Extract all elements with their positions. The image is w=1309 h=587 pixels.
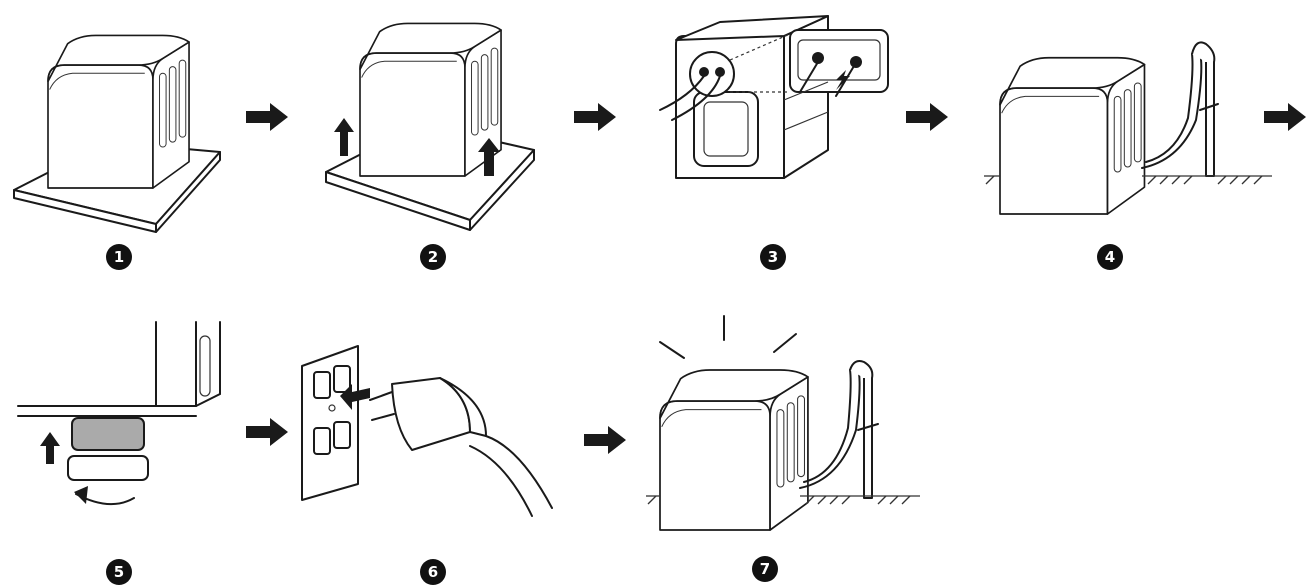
step-number-badge: 2 <box>420 244 446 270</box>
right-arrow-icon <box>906 103 948 131</box>
step-5-leveling-foot <box>17 321 221 505</box>
step-6-plug-in <box>301 345 553 517</box>
right-arrow-icon <box>1264 103 1306 131</box>
step-number-badge: 7 <box>752 556 778 582</box>
right-arrow-icon <box>246 418 288 446</box>
right-arrow-icon <box>584 426 626 454</box>
step-7-washer-ready <box>646 315 920 531</box>
step-2-lift-off-pallet <box>325 22 535 231</box>
step-number-badge: 5 <box>106 559 132 585</box>
step-4-drain-hose <box>984 41 1272 215</box>
step-3-connect-hoses <box>659 15 889 179</box>
step-number-badge: 3 <box>760 244 786 270</box>
step-number-badge: 1 <box>106 244 132 270</box>
step-number-badge: 6 <box>420 559 446 585</box>
right-arrow-icon <box>246 103 288 131</box>
step-1-washer-on-pallet <box>13 34 221 233</box>
right-arrow-icon <box>574 103 616 131</box>
step-number-badge: 4 <box>1097 244 1123 270</box>
